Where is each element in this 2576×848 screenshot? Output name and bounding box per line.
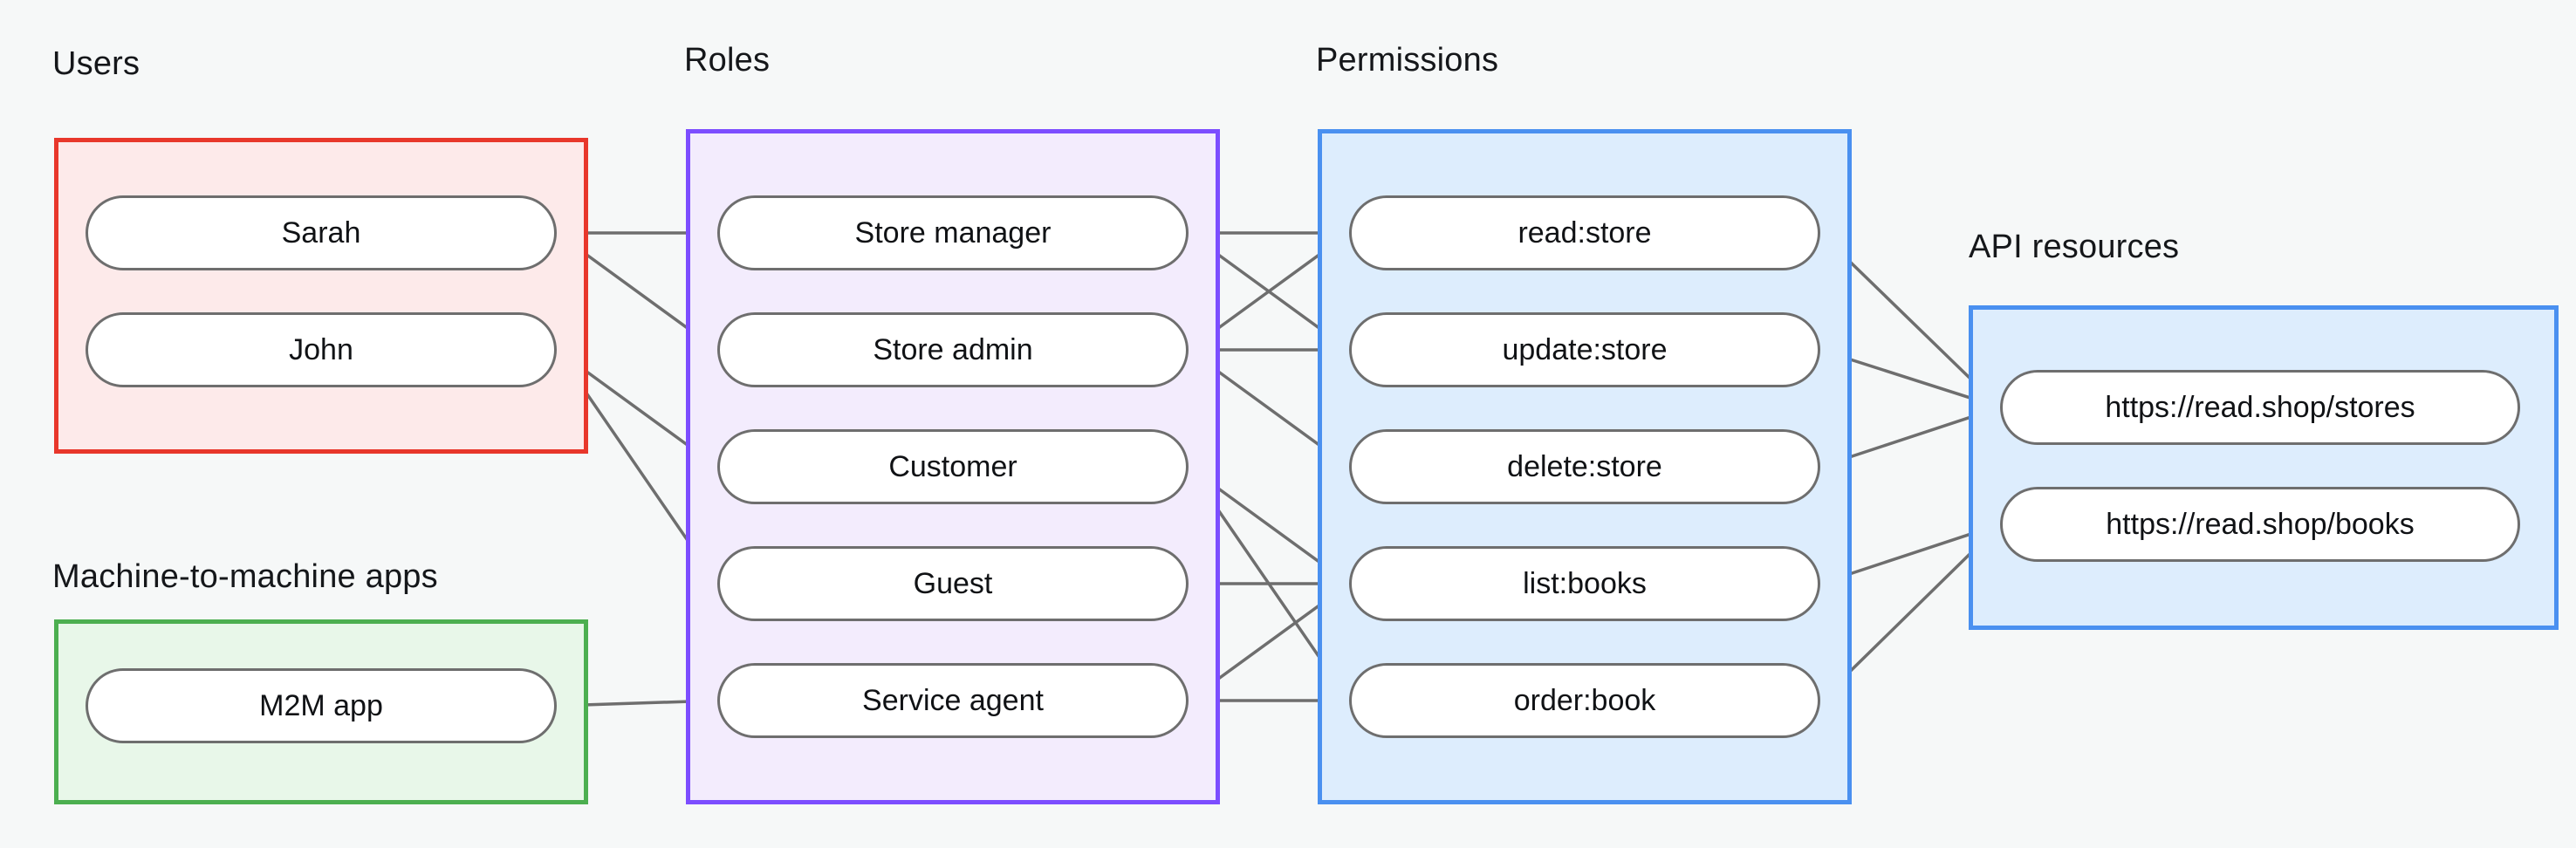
node-service-agent[interactable]: Service agent [717, 663, 1189, 738]
node-sarah[interactable]: Sarah [86, 195, 557, 270]
node-m2m-app[interactable]: M2M app [86, 668, 557, 743]
group-title-roles: Roles [684, 42, 771, 79]
group-box-users [54, 138, 588, 454]
node-store-admin[interactable]: Store admin [717, 312, 1189, 387]
node-delete-store[interactable]: delete:store [1349, 429, 1820, 504]
node-list-books[interactable]: list:books [1349, 546, 1820, 621]
node-api-resource-stores[interactable]: https://read.shop/stores [2000, 370, 2520, 445]
node-store-manager[interactable]: Store manager [717, 195, 1189, 270]
node-api-resource-books[interactable]: https://read.shop/books [2000, 487, 2520, 562]
node-read-store[interactable]: read:store [1349, 195, 1820, 270]
node-update-store[interactable]: update:store [1349, 312, 1820, 387]
group-title-m2m: Machine-to-machine apps [52, 558, 438, 595]
node-order-book[interactable]: order:book [1349, 663, 1820, 738]
node-john[interactable]: John [86, 312, 557, 387]
node-guest[interactable]: Guest [717, 546, 1189, 621]
group-title-permissions: Permissions [1316, 42, 1499, 79]
group-box-api-resources [1969, 305, 2559, 630]
node-customer[interactable]: Customer [717, 429, 1189, 504]
group-title-users: Users [52, 45, 140, 82]
group-title-api-resources: API resources [1969, 229, 2180, 265]
